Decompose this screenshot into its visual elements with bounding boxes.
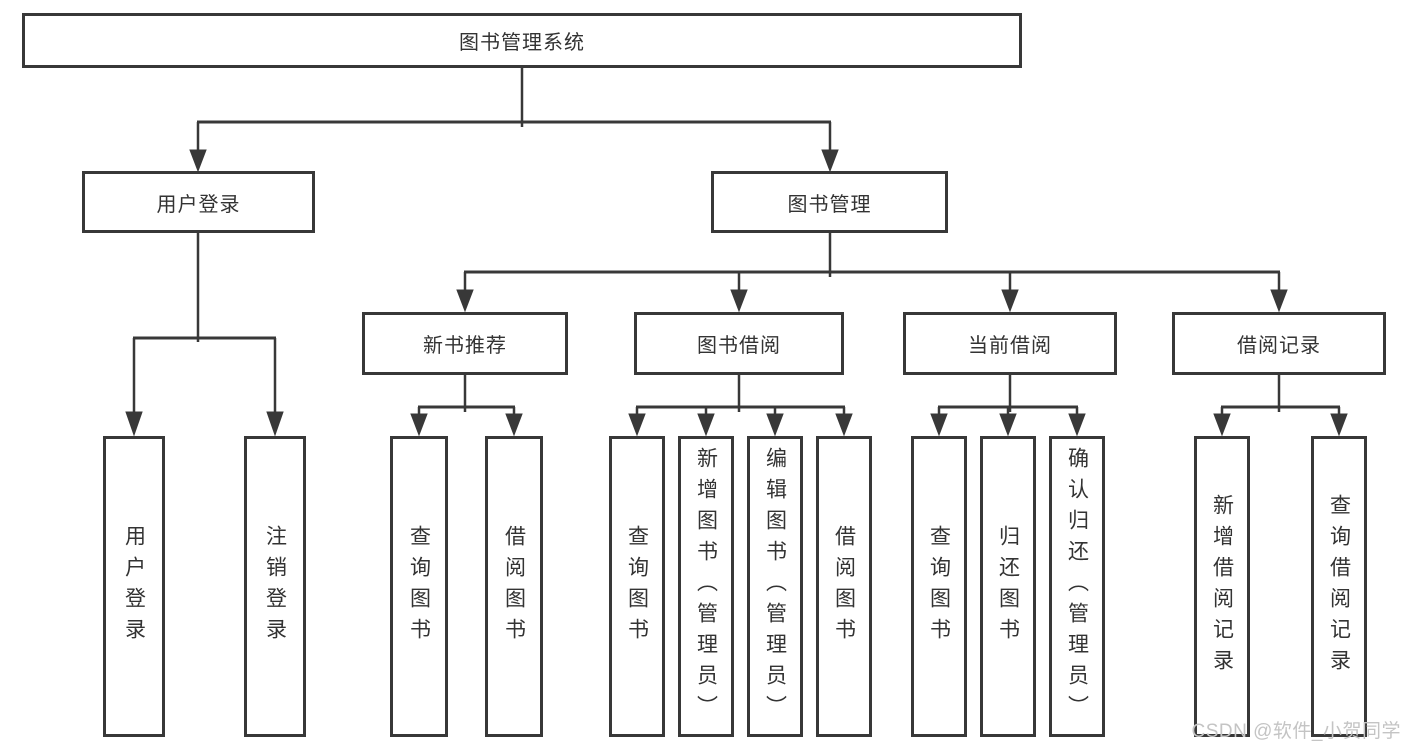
- node-current-borrow: 当前借阅: [903, 312, 1117, 375]
- node-label: 当前借阅: [968, 335, 1052, 357]
- node-label: 新增借阅记录: [1210, 493, 1234, 680]
- node-book-management: 图书管理: [711, 171, 948, 233]
- node-label: 图书借阅: [697, 335, 781, 357]
- leaf-query-books-recommend: 查询图书: [390, 436, 448, 737]
- node-label: 新书推荐: [423, 335, 507, 357]
- node-root-library-system: 图书管理系统: [22, 13, 1022, 68]
- node-label: 借阅图书: [832, 524, 856, 649]
- connector-new-book-recommend: [410, 375, 523, 437]
- csdn-watermark: CSDN @软件_小贺同学: [1191, 721, 1401, 742]
- leaf-query-books-current: 查询图书: [911, 436, 967, 737]
- leaf-logout: 注销登录: [244, 436, 306, 737]
- node-new-book-recommend: 新书推荐: [362, 312, 568, 375]
- node-label: 查询图书: [927, 524, 951, 649]
- leaf-confirm-return-admin: 确认归还（管理员）: [1049, 436, 1105, 737]
- node-label: 编辑图书（管理员）: [763, 447, 787, 726]
- leaf-borrow-books: 借阅图书: [816, 436, 872, 737]
- node-label: 查询借阅记录: [1327, 493, 1351, 680]
- leaf-query-books-borrow: 查询图书: [609, 436, 665, 737]
- node-label: 查询图书: [625, 524, 649, 649]
- leaf-add-book-admin: 新增图书（管理员）: [678, 436, 734, 737]
- node-label: 注销登录: [263, 524, 287, 649]
- node-label: 图书管理系统: [459, 32, 585, 54]
- node-label: 查询图书: [407, 524, 431, 649]
- connector-book-management: [456, 233, 1288, 313]
- node-borrow-records: 借阅记录: [1172, 312, 1386, 375]
- leaf-add-borrow-record: 新增借阅记录: [1194, 436, 1250, 737]
- leaf-borrow-books-recommend: 借阅图书: [485, 436, 543, 737]
- node-label: 归还图书: [996, 524, 1020, 649]
- node-label: 借阅记录: [1237, 335, 1321, 357]
- connector-root: [189, 68, 839, 173]
- connector-current-borrow: [930, 375, 1086, 437]
- node-label: 新增图书（管理员）: [694, 447, 718, 726]
- node-book-borrow: 图书借阅: [634, 312, 844, 375]
- leaf-edit-book-admin: 编辑图书（管理员）: [747, 436, 803, 737]
- node-label: 确认归还（管理员）: [1065, 447, 1089, 726]
- leaf-return-book: 归还图书: [980, 436, 1036, 737]
- connector-book-borrow: [628, 375, 853, 437]
- node-label: 用户登录: [156, 193, 241, 216]
- connector-borrow-records: [1213, 375, 1348, 437]
- leaf-query-borrow-record: 查询借阅记录: [1311, 436, 1367, 737]
- node-label: 图书管理: [787, 193, 872, 216]
- node-label: 借阅图书: [502, 524, 526, 649]
- connector-user-login: [125, 233, 284, 437]
- leaf-user-login: 用户登录: [103, 436, 165, 737]
- node-label: 用户登录: [122, 524, 146, 649]
- node-user-login: 用户登录: [82, 171, 315, 233]
